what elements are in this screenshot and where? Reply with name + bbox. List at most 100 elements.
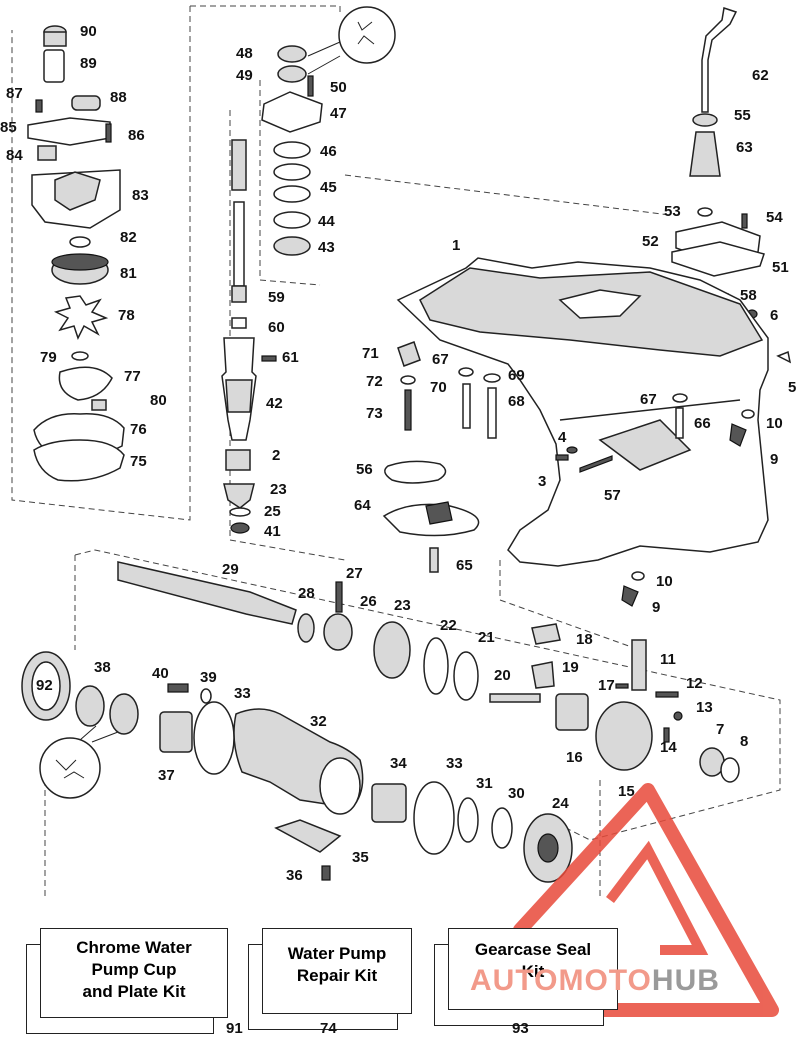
part-85-housing xyxy=(27,117,111,146)
gearcase-hardware xyxy=(382,341,755,607)
kit-box-chrome-water-pump: Chrome Water Pump Cup and Plate Kit xyxy=(40,928,228,1018)
callout-79: 79 xyxy=(40,349,57,366)
part-45-shim-b xyxy=(273,185,311,203)
driveshaft-assembly xyxy=(221,6,396,534)
part-53-oring xyxy=(697,207,713,217)
callout-26: 26 xyxy=(360,593,377,610)
callout-31: 31 xyxy=(476,775,493,792)
watermark-part1: AUTOMOTO xyxy=(470,964,652,997)
part-86-screw xyxy=(105,123,112,143)
callout-16: 16 xyxy=(566,749,583,766)
callout-40: 40 xyxy=(152,665,169,682)
part-24-gear-center xyxy=(537,833,559,863)
callout-53: 53 xyxy=(664,203,681,220)
part-18-yoke xyxy=(531,623,561,645)
callout-77: 77 xyxy=(124,368,141,385)
part-38-seal-a xyxy=(75,685,105,727)
callout-88: 88 xyxy=(110,89,127,106)
part-22-shim xyxy=(423,637,449,695)
part-1-deck-opening xyxy=(558,289,642,319)
part-26-clutch-dog xyxy=(323,613,353,651)
callout-55: 55 xyxy=(734,107,751,124)
callout-82: 82 xyxy=(120,229,137,246)
part-54-screw xyxy=(741,213,748,229)
part-45-shim-a xyxy=(273,163,311,181)
part-62-shift-rod xyxy=(701,7,738,113)
callout-13: 13 xyxy=(696,699,713,716)
callout-23a: 23 xyxy=(270,481,287,498)
part-66-stud xyxy=(675,407,684,439)
callout-27: 27 xyxy=(346,565,363,582)
callout-71: 71 xyxy=(362,345,379,362)
callout-57: 57 xyxy=(604,487,621,504)
callout-87: 87 xyxy=(6,85,23,102)
callout-10a: 10 xyxy=(766,415,783,432)
callout-47: 47 xyxy=(330,105,347,122)
callout-41: 41 xyxy=(264,523,281,540)
callout-64: 64 xyxy=(354,497,371,514)
callout-32: 32 xyxy=(310,713,327,730)
callout-20: 20 xyxy=(494,667,511,684)
gearcase-housing xyxy=(396,257,769,567)
callout-50: 50 xyxy=(330,79,347,96)
callout-14: 14 xyxy=(660,739,677,756)
part-14-spring xyxy=(663,727,670,743)
part-32-face xyxy=(319,757,361,815)
part-40-screw xyxy=(167,683,189,693)
callout-72: 72 xyxy=(366,373,383,390)
part-34-bearing xyxy=(371,783,407,823)
callout-11: 11 xyxy=(660,651,676,668)
part-47-retainer xyxy=(261,91,323,133)
callout-63: 63 xyxy=(736,139,753,156)
part-70-stud xyxy=(462,383,471,429)
callout-35: 35 xyxy=(352,849,369,866)
part-35-bracket xyxy=(274,819,342,853)
part-41-nut xyxy=(230,522,250,534)
part-19-cam xyxy=(531,661,555,689)
callout-30: 30 xyxy=(508,785,525,802)
part-13-ball xyxy=(673,711,683,721)
part-88-seal xyxy=(71,95,101,111)
part-63-boot xyxy=(689,131,721,177)
part-78-impeller xyxy=(53,295,109,340)
part-90-body xyxy=(43,31,67,47)
callout-43: 43 xyxy=(318,239,335,256)
callout-4: 4 xyxy=(558,429,567,446)
callout-60: 60 xyxy=(268,319,285,336)
part-72-washer xyxy=(400,375,416,385)
kit-91-line3: and Plate Kit xyxy=(82,982,186,1001)
propshaft-assembly xyxy=(117,561,740,783)
part-56-plate xyxy=(384,460,447,484)
kit-74-line1: Water Pump xyxy=(287,944,387,963)
callout-5: 5 xyxy=(788,379,796,396)
callout-7: 7 xyxy=(716,721,724,738)
part-46-gasket xyxy=(273,141,311,159)
callout-86: 86 xyxy=(128,127,145,144)
part-36-screw xyxy=(321,865,331,881)
part-51-gasket xyxy=(671,241,765,277)
callout-9a: 9 xyxy=(770,451,778,468)
part-10-washer-b xyxy=(631,571,645,581)
callout-76: 76 xyxy=(130,421,147,438)
part-10-washer xyxy=(741,409,755,419)
callout-81: 81 xyxy=(120,265,137,282)
callout-33b: 33 xyxy=(446,755,463,772)
part-31-shim xyxy=(457,797,479,843)
callout-38: 38 xyxy=(94,659,111,676)
callout-83: 83 xyxy=(132,187,149,204)
part-48-seal xyxy=(277,45,307,63)
callout-24: 24 xyxy=(552,795,569,812)
part-11-rod xyxy=(631,639,647,691)
part-5-screw xyxy=(776,350,792,364)
callout-49: 49 xyxy=(236,67,253,84)
water-pump-assembly xyxy=(27,25,125,482)
seal-callout-circle-bottom xyxy=(39,737,101,799)
part-69-washer xyxy=(483,373,501,383)
part-33-oring-b xyxy=(413,781,455,855)
part-55-grommet xyxy=(692,113,718,127)
callout-36: 36 xyxy=(286,867,303,884)
kit-number-93: 93 xyxy=(512,1020,529,1037)
driveshaft-body xyxy=(233,201,245,287)
part-68-stud xyxy=(487,387,497,439)
part-84-sleeve xyxy=(37,145,57,161)
